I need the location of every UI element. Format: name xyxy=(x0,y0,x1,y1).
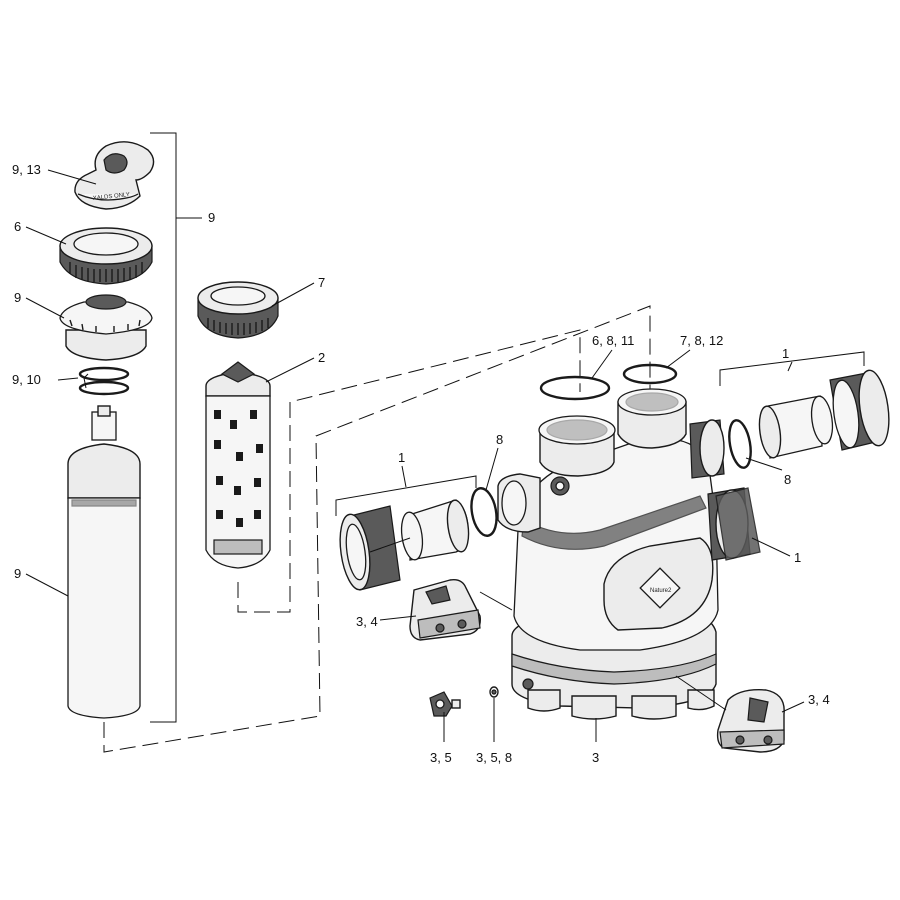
cartridge-canister-9 xyxy=(67,405,141,719)
union-right-1 xyxy=(728,369,890,469)
union-left-1 xyxy=(339,487,498,591)
cartridge-2 xyxy=(205,361,271,569)
clip-left-3-4 xyxy=(409,578,481,641)
body-logo: Nature2 xyxy=(650,588,672,594)
nature2-emblem: Nature2 xyxy=(639,567,681,609)
union-right-lower-1 xyxy=(715,487,761,561)
o-ring-8-left xyxy=(470,487,498,537)
leader-lines xyxy=(25,169,865,742)
o-ring-9-10-lower xyxy=(78,380,130,396)
callout-3-5: 3, 5 xyxy=(430,750,452,765)
o-ring-8-right xyxy=(728,419,752,469)
bracket-9 xyxy=(150,132,177,723)
part-9-assembly: XALDS ONLY xyxy=(59,132,202,723)
cartridge-cap-7 xyxy=(197,281,279,339)
valve-body-3: Nature2 xyxy=(497,388,751,720)
callout-7-8-12: 7, 8, 12 xyxy=(680,333,723,348)
callout-1-left: 1 xyxy=(398,450,405,465)
top-port-right xyxy=(617,388,687,449)
o-ring-9-10-upper xyxy=(78,366,130,382)
callout-labels: 9, 13 6 9 9, 10 9 9 7 2 6, 8, 11 7, 8, 1… xyxy=(12,162,830,765)
drain-o-ring-3-5-8 xyxy=(489,686,499,698)
callout-9-ring: 9 xyxy=(14,290,21,305)
top-port-left xyxy=(538,415,616,477)
adapter-ring-9 xyxy=(59,294,153,361)
cartridge-cap-6 xyxy=(59,227,153,285)
callout-9-canister: 9 xyxy=(14,566,21,581)
drain-plug-3-5 xyxy=(429,691,461,717)
callout-1-top-right: 1 xyxy=(782,346,789,361)
dashed-line-outer xyxy=(103,305,651,753)
callout-9-13: 9, 13 xyxy=(12,162,41,177)
callout-8-right: 8 xyxy=(784,472,791,487)
callout-9-bracket: 9 xyxy=(208,210,215,225)
o-ring-7-8-12 xyxy=(622,363,678,385)
callout-6: 6 xyxy=(14,219,21,234)
callout-3-4-right: 3, 4 xyxy=(808,692,830,707)
callout-2: 2 xyxy=(318,350,325,365)
part-2-7-assembly xyxy=(197,281,279,569)
dashed-line-inner xyxy=(237,329,581,613)
cartridge-2-windows xyxy=(214,410,263,527)
clip-right-3-4 xyxy=(716,689,785,753)
cap-marking: XALDS ONLY xyxy=(93,192,131,202)
callout-8-left: 8 xyxy=(496,432,503,447)
callout-3: 3 xyxy=(592,750,599,765)
callout-9-10: 9, 10 xyxy=(12,372,41,387)
callout-1-right: 1 xyxy=(794,550,801,565)
o-ring-6-8-11 xyxy=(539,375,611,401)
callout-6-8-11: 6, 8, 11 xyxy=(592,333,634,348)
callout-3-5-8: 3, 5, 8 xyxy=(476,750,512,765)
drain-port xyxy=(522,678,534,690)
side-port-left xyxy=(497,473,570,533)
cartridge-top-cap: XALDS ONLY xyxy=(74,141,155,210)
callout-7: 7 xyxy=(318,275,325,290)
side-port-right-upper xyxy=(689,419,725,479)
callout-3-4-left: 3, 4 xyxy=(356,614,378,629)
